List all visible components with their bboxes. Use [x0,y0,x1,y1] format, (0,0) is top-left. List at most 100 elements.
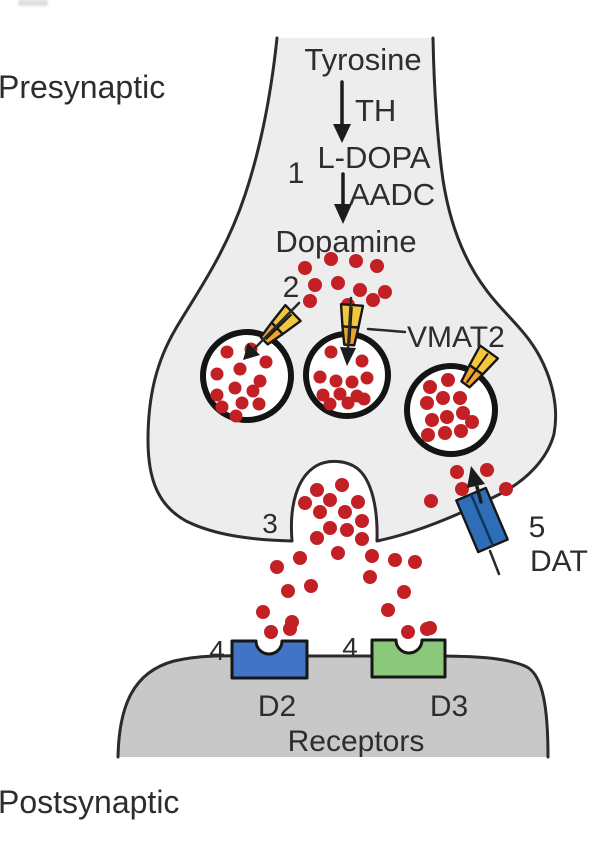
dopamine-molecule-dot [353,283,367,297]
aadc-enzyme-label: AADC [349,177,435,212]
dopamine-molecule-dot [293,551,307,565]
dopamine-molecule-dot [264,625,278,639]
dopamine-molecule-dot [246,384,260,398]
dopamine-molecule-dot [355,354,369,368]
dopamine-molecule-dot [331,546,345,560]
dopamine-molecule-dot [303,294,317,308]
dopamine-molecule-dot [338,505,352,519]
dopamine-cluster-dat [424,463,513,508]
dopamine-molecule-dot [340,523,354,537]
dopamine-cluster-cleft-left [256,546,345,639]
dopamine-molecule-dot [499,482,513,496]
vmat2-transporter-3 [460,344,500,389]
dopamine-molecule-dot [456,406,470,420]
artifact-smudge [18,0,48,6]
dopamine-molecule-dot [453,391,467,405]
dopamine-molecule-dot [341,396,355,410]
dopamine-molecule-dot [228,381,242,395]
dopamine-molecule-dot [283,622,297,636]
dopamine-molecule-dot [220,345,234,359]
step-1-label: 1 [288,157,305,190]
vmat2-transporter-1 [259,303,302,346]
dopamine-molecule-dot [381,603,395,617]
dopamine-molecule-dot [323,493,337,507]
dat-transporter [455,486,509,554]
aadc-arrowhead-icon [334,204,352,224]
th-enzyme-label: TH [355,93,396,128]
dopamine-cluster-vesicle-3 [420,373,479,442]
vesicle1-uptake-arrowhead-icon [243,343,260,360]
th-arrowhead-icon [333,124,351,143]
step-4-left-label: 4 [209,635,225,666]
dopamine-molecule-dot [323,397,337,411]
dopamine-molecule-dot [397,585,411,599]
step-3-label: 3 [262,508,278,539]
dopamine-molecule-dot [408,555,422,569]
dopamine-molecule-dot [313,505,327,519]
dopamine-molecule-dot [259,355,273,369]
dopamine-molecule-dot [357,392,371,406]
d2-receptor-label: D2 [258,690,296,723]
dopamine-molecule-dot [310,531,324,545]
dopamine-molecule-dot [450,465,464,479]
dopamine-molecule-dot [233,362,247,376]
dopamine-molecule-dot [370,259,384,273]
dopamine-molecule-dot [440,410,454,424]
dat-label: DAT [530,545,588,578]
vesicle2-uptake-arrowhead-icon [340,347,356,366]
dopamine-cluster-cleft-right [363,549,437,639]
dat-tail-line [488,549,501,576]
dopamine-molecule-dot [316,388,330,402]
dopamine-molecule-dot [310,483,324,497]
vesicle2-uptake-arrow [346,296,353,350]
vesicle1-uptake-arrow [252,301,301,351]
dopamine-molecule-dot [298,261,312,275]
presynaptic-terminal-outline [146,36,558,543]
dopamine-molecule-dot [281,584,295,598]
dopamine-molecule-dot [313,370,327,384]
postsynaptic-region-label: Postsynaptic [0,784,179,820]
dopamine-molecule-dot [349,254,363,268]
dopamine-molecule-dot [441,373,455,387]
dopamine-molecule-dot [210,388,224,402]
dopamine-molecule-dot [425,413,439,427]
dopamine-molecule-dot [465,415,479,429]
d3-receptor-label: D3 [430,690,468,723]
dopamine-molecule-dot [424,494,438,508]
vmat2-pointer-line [366,327,407,334]
dopamine-molecule-dot [235,396,249,410]
dopamine-molecule-dot [438,426,452,440]
dopamine-molecule-dot [333,387,347,401]
d2-receptor [230,639,309,680]
step-5-label: 5 [529,511,546,544]
dopamine-molecule-dot [270,560,284,574]
dopamine-molecule-dot [256,605,270,619]
dat-reuptake-arrowhead-icon [467,466,485,488]
dopamine-molecule-dot [335,478,349,492]
dopamine-molecule-dot [366,293,380,307]
tyrosine-label: Tyrosine [304,42,421,77]
dopamine-molecule-dot [420,396,434,410]
dopamine-molecule-dot [229,409,243,423]
dopamine-molecule-dot [324,345,338,359]
dopamine-molecule-dot [360,371,374,385]
dopamine-cluster-vesicle-1 [210,342,273,423]
step-4-right-label: 4 [342,632,358,663]
dopamine-molecule-dot [454,424,468,438]
dopamine-molecule-dot [308,278,322,292]
dopamine-molecule-dot [351,495,365,509]
dopamine-molecule-dot [331,276,345,290]
dopamine-molecule-dot [323,521,337,535]
dopamine-molecule-dot [324,252,338,266]
d3-receptor [370,638,447,679]
dopamine-molecule-dot [455,482,469,496]
dopamine-molecule-dot [421,428,435,442]
dopamine-molecule-dot [423,380,437,394]
dopamine-molecule-dot [436,391,450,405]
dopamine-molecule-dot [253,374,267,388]
vmat2-transporter-2 [339,303,365,347]
postsynaptic-membrane-fill [118,655,548,757]
l-dopa-label: L-DOPA [317,140,430,175]
dat-reuptake-arrow [475,485,483,504]
